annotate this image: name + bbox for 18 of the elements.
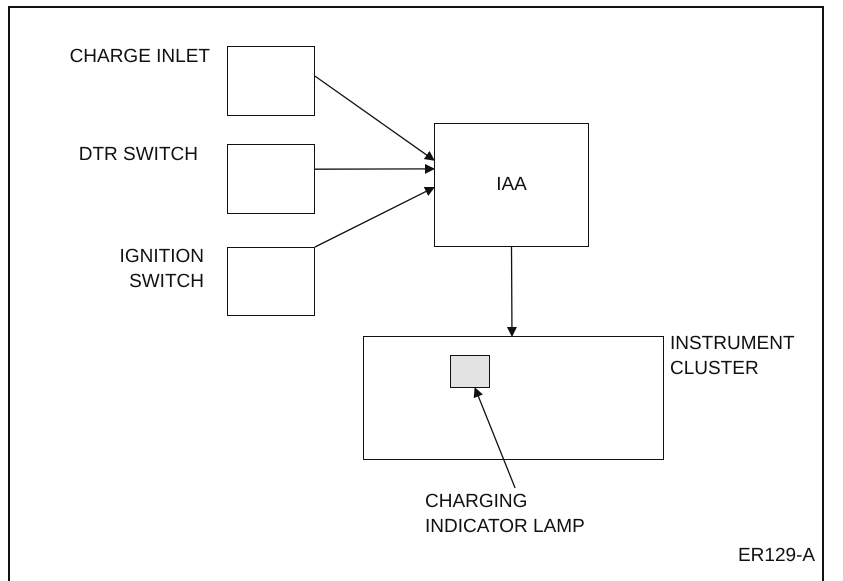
arrow (314, 76, 435, 161)
indicator-lamp (450, 355, 490, 388)
component-box (227, 247, 315, 316)
figure-code: ER129-A (738, 544, 816, 568)
component-label: INSTRUMENT CLUSTER (670, 332, 796, 381)
component-box (227, 144, 315, 214)
module-box (434, 123, 589, 247)
callout-label: CHARGING INDICATOR LAMP (425, 490, 586, 539)
arrow (315, 164, 435, 174)
cluster-box (363, 336, 664, 460)
component-box (227, 46, 315, 116)
component-label: CHARGE INLET (68, 45, 210, 69)
component-label: IGNITION SWITCH (118, 245, 204, 294)
node-label: IAA (496, 174, 527, 196)
arrow (506, 247, 517, 337)
arrow (314, 186, 435, 248)
component-label: DTR SWITCH (78, 143, 198, 167)
leader-line (474, 387, 516, 488)
